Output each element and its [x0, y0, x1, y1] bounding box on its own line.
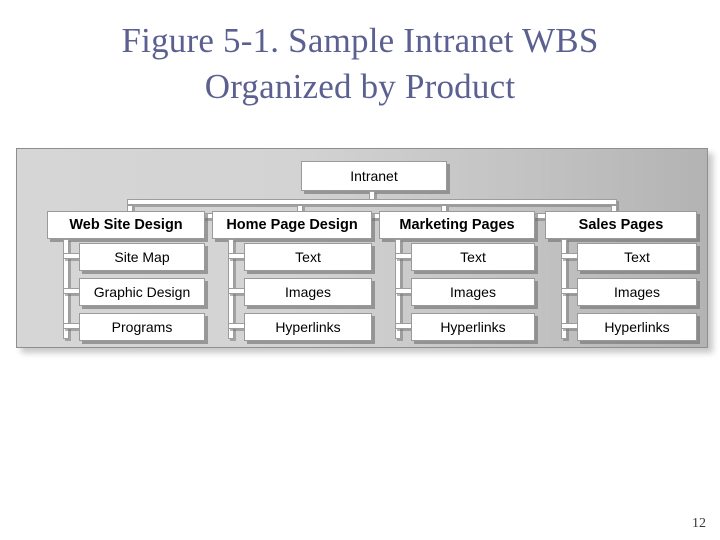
connector-main-bus	[127, 199, 617, 205]
wbs-node-hpd-hyperlinks[interactable]: Hyperlinks	[244, 313, 372, 341]
wbs-node-mp-text[interactable]: Text	[411, 243, 535, 271]
wbs-node-marketing-pages[interactable]: Marketing Pages	[379, 211, 535, 239]
wbs-node-mp-images[interactable]: Images	[411, 278, 535, 306]
wbs-node-web-site-design[interactable]: Web Site Design	[47, 211, 205, 239]
wbs-node-graphic-design[interactable]: Graphic Design	[79, 278, 205, 306]
page-title: Figure 5-1. Sample Intranet WBS Organize…	[0, 18, 720, 109]
wbs-node-hpd-images[interactable]: Images	[244, 278, 372, 306]
wbs-diagram-panel: Intranet Web Site Design Site Map Graphi…	[16, 148, 708, 348]
wbs-node-programs[interactable]: Programs	[79, 313, 205, 341]
page-title-line-1: Figure 5-1. Sample Intranet WBS	[121, 21, 599, 60]
wbs-node-root[interactable]: Intranet	[301, 161, 447, 191]
page-number: 12	[692, 516, 706, 531]
wbs-node-sp-hyperlinks[interactable]: Hyperlinks	[577, 313, 697, 341]
wbs-node-home-page-design[interactable]: Home Page Design	[212, 211, 372, 239]
wbs-node-sales-pages[interactable]: Sales Pages	[545, 211, 697, 239]
wbs-node-site-map[interactable]: Site Map	[79, 243, 205, 271]
wbs-node-hpd-text[interactable]: Text	[244, 243, 372, 271]
wbs-node-mp-hyperlinks[interactable]: Hyperlinks	[411, 313, 535, 341]
wbs-node-sp-text[interactable]: Text	[577, 243, 697, 271]
page-title-line-2: Organized by Product	[204, 66, 516, 106]
wbs-node-sp-images[interactable]: Images	[577, 278, 697, 306]
